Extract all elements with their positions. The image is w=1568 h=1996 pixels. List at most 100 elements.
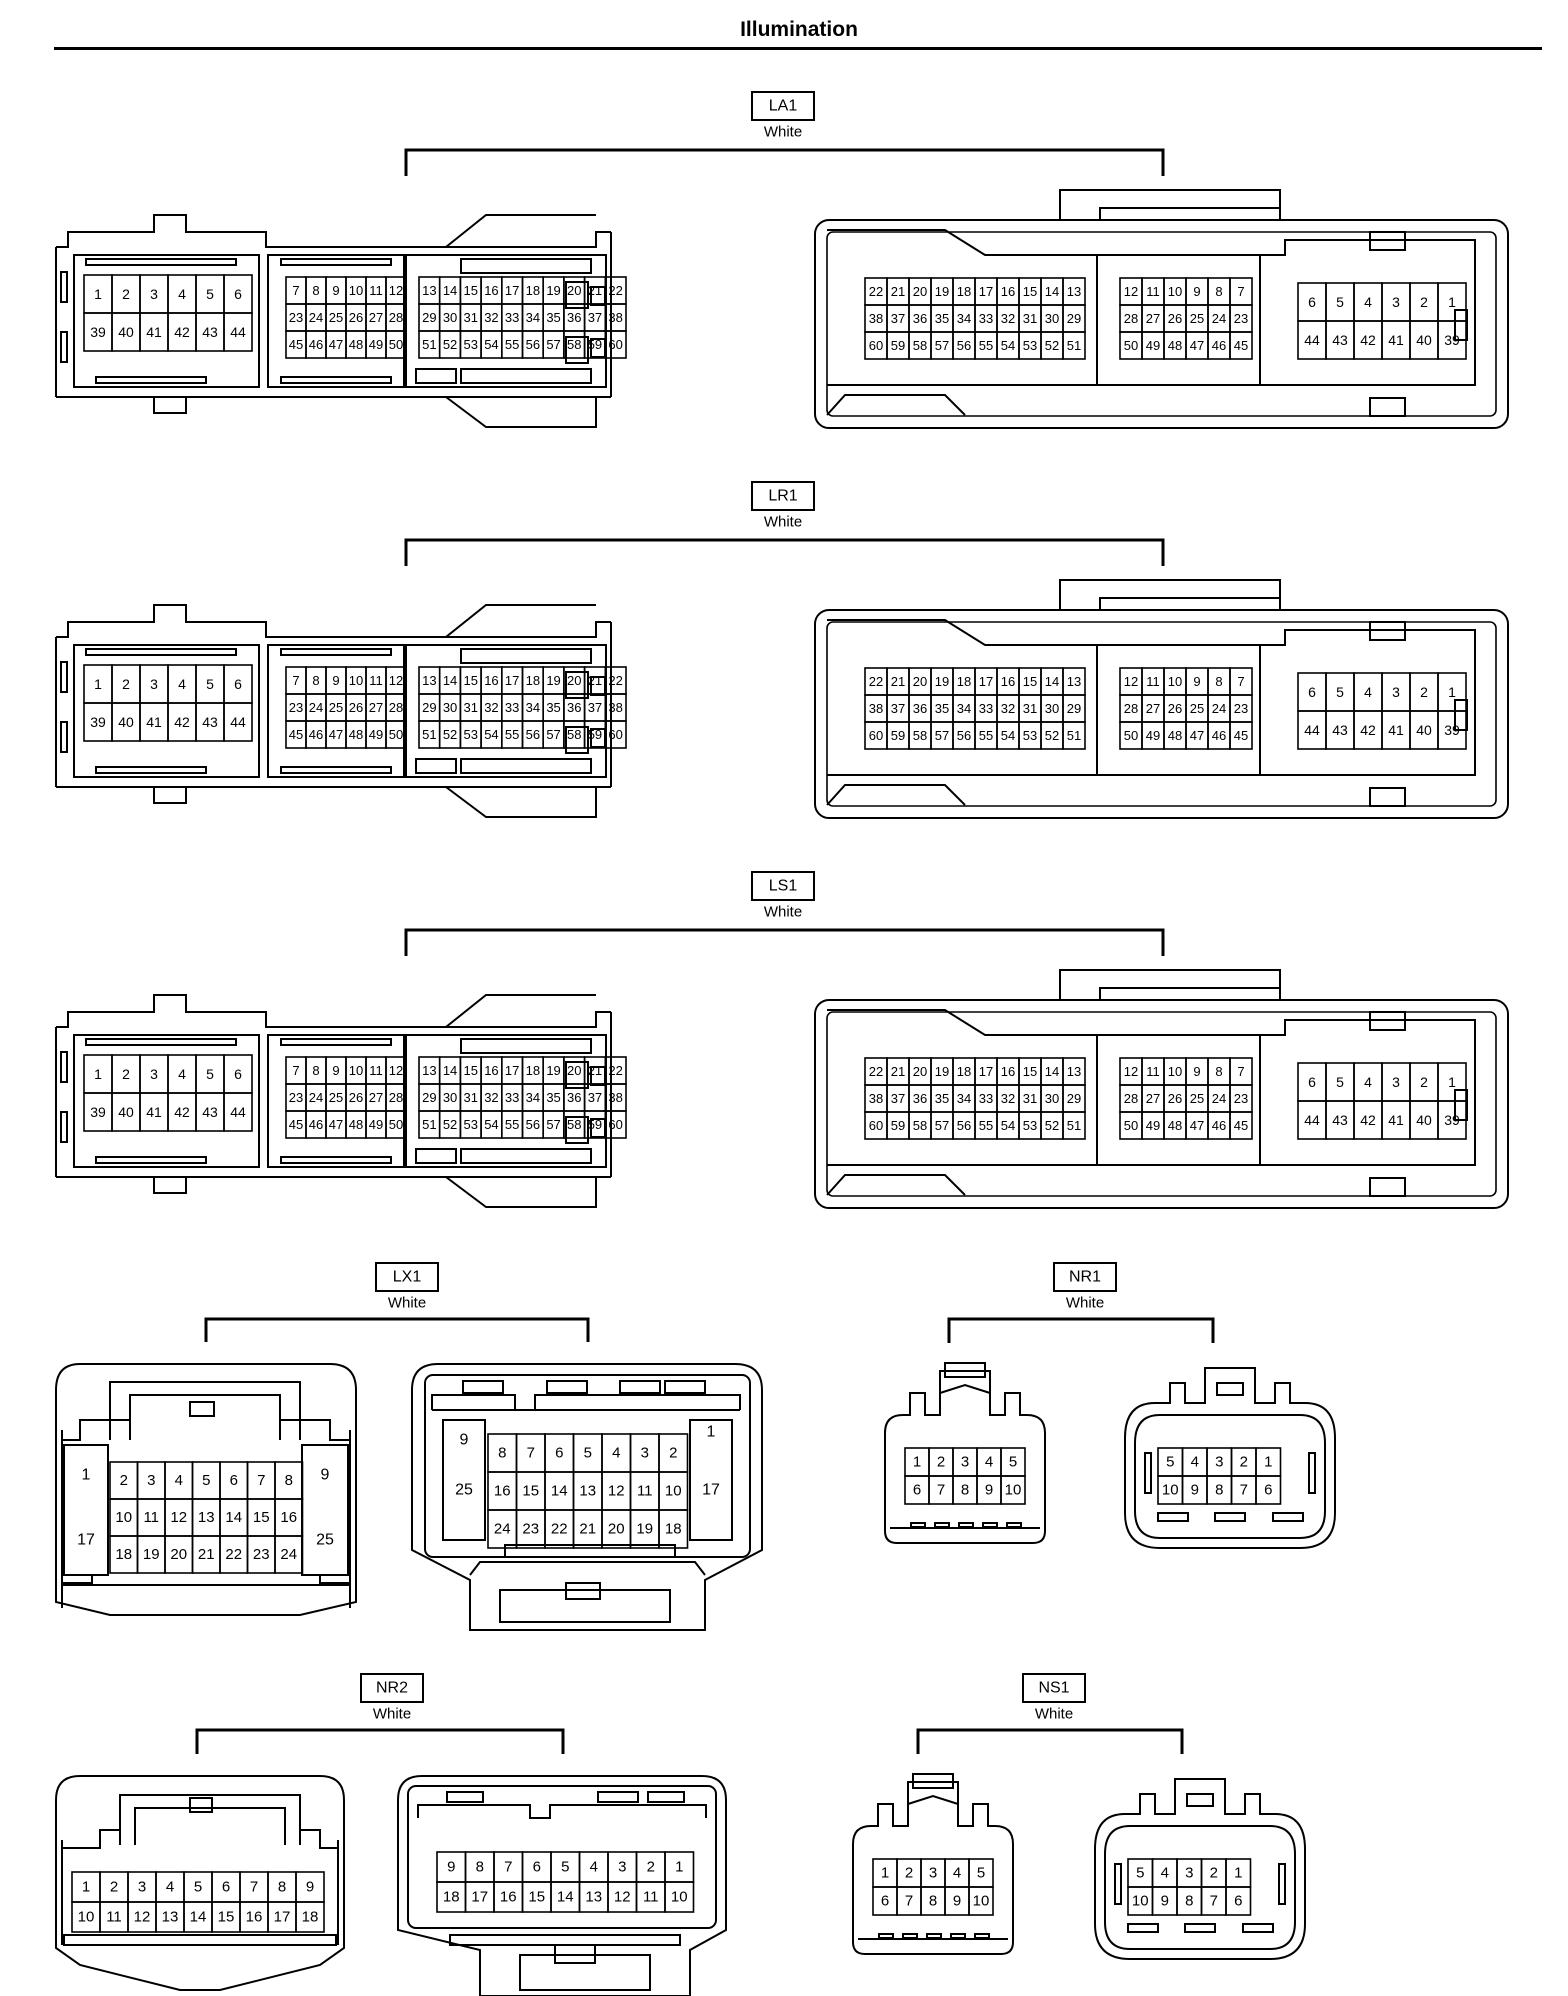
- pin-number: 8: [1215, 1064, 1222, 1079]
- pin-cell: [1437, 710, 1467, 750]
- pin-number: 20: [913, 284, 927, 299]
- pin-number: 9: [1193, 284, 1200, 299]
- housing-outline: [460, 1038, 592, 1054]
- pin-number: 57: [546, 337, 560, 352]
- housing-outline: [974, 1933, 990, 1939]
- pin-number: 19: [935, 284, 949, 299]
- pin-cell: [274, 1535, 304, 1574]
- pin-number: 8: [498, 1445, 506, 1462]
- pin-number: 1: [82, 1879, 90, 1896]
- pin-number: 3: [618, 1859, 626, 1876]
- pin-number: 26: [1168, 311, 1182, 326]
- housing-outline: [56, 994, 611, 1028]
- pin-number: 14: [443, 1063, 457, 1078]
- pin-number: 2: [647, 1859, 655, 1876]
- pin-number: 23: [289, 310, 303, 325]
- pin-number: 60: [608, 1117, 622, 1132]
- pin-number: 10: [671, 1889, 688, 1906]
- pin-cell: [385, 720, 407, 749]
- pin-cell: [1255, 1475, 1282, 1505]
- pin-number: 3: [150, 286, 158, 302]
- pin-number: 18: [526, 283, 540, 298]
- housing-outline: [1094, 1778, 1306, 1960]
- pin-number: 16: [494, 1483, 511, 1500]
- pin-number: 55: [505, 727, 519, 742]
- housing-outline: [431, 1394, 741, 1411]
- pin-cell: [1000, 1475, 1026, 1505]
- pin-number: 25: [1190, 701, 1204, 716]
- pin-number: 15: [1023, 1064, 1037, 1079]
- pin-number: 35: [935, 311, 949, 326]
- housing-outline: [62, 1829, 120, 1849]
- pin-number: 53: [464, 1117, 478, 1132]
- pin-number: 42: [1360, 332, 1376, 348]
- pin-cell: [1229, 331, 1253, 360]
- pin-number: 3: [147, 1472, 155, 1489]
- housing-outline: [60, 331, 68, 363]
- pin-number: 21: [891, 284, 905, 299]
- housing-outline: [910, 1522, 926, 1528]
- pin-number: 29: [422, 1090, 436, 1105]
- connector-id: LX1: [393, 1269, 422, 1286]
- pin-number: 1: [1234, 1865, 1242, 1882]
- pin-number: 3: [1185, 1865, 1193, 1882]
- pin-number: 40: [1416, 1112, 1432, 1128]
- pin-number: 24: [280, 1546, 297, 1563]
- pin-number: 30: [443, 310, 457, 325]
- pin-number: 5: [1336, 684, 1344, 700]
- pin-number: 9: [321, 1467, 330, 1484]
- housing-outline: [280, 258, 392, 266]
- pin-number: 49: [1146, 1118, 1160, 1133]
- pin-number: 53: [1023, 1118, 1037, 1133]
- housing-outline: [63, 1934, 337, 1946]
- housing-outline: [1260, 629, 1476, 776]
- housing-outline: [826, 1174, 966, 1196]
- pin-number: 40: [118, 1104, 134, 1120]
- pin-number: 37: [891, 1091, 905, 1106]
- housing-outline: [60, 721, 68, 753]
- pin-number: 50: [1124, 728, 1138, 743]
- pin-number: 4: [166, 1879, 174, 1896]
- pin-number: 1: [94, 676, 102, 692]
- pin-number: 54: [1001, 728, 1015, 743]
- pin-number: 11: [1146, 1064, 1160, 1079]
- pin-number: 11: [143, 1509, 159, 1526]
- pin-number: 27: [369, 700, 383, 715]
- pin-number: 1: [1264, 1454, 1272, 1471]
- pin-number: 50: [389, 337, 403, 352]
- pin-number: 26: [1168, 701, 1182, 716]
- pin-number: 8: [278, 1879, 286, 1896]
- pin-number: 4: [985, 1454, 993, 1471]
- pin-number: 1: [1448, 1074, 1456, 1090]
- pin-number: 20: [913, 674, 927, 689]
- pin-cell: [223, 1092, 253, 1132]
- pin-cell: [1062, 331, 1086, 360]
- pin-number: 2: [1420, 1074, 1428, 1090]
- connector-label-box: [1022, 1673, 1086, 1703]
- pin-number: 1: [94, 1066, 102, 1082]
- housing-outline: [415, 1148, 457, 1164]
- pin-number: 28: [1124, 701, 1138, 716]
- pin-number: 15: [218, 1909, 235, 1926]
- pin-number: 22: [869, 674, 883, 689]
- housing-outline: [1260, 1019, 1476, 1166]
- pin-number: 5: [206, 286, 214, 302]
- pin-number: 3: [929, 1865, 937, 1882]
- pin-number: 58: [567, 337, 581, 352]
- pin-number: 2: [905, 1865, 913, 1882]
- pin-number: 7: [257, 1472, 265, 1489]
- pin-number: 1: [1448, 684, 1456, 700]
- connector-color: White: [373, 1706, 411, 1723]
- pin-number: 15: [253, 1509, 270, 1526]
- pin-number: 41: [1388, 1112, 1404, 1128]
